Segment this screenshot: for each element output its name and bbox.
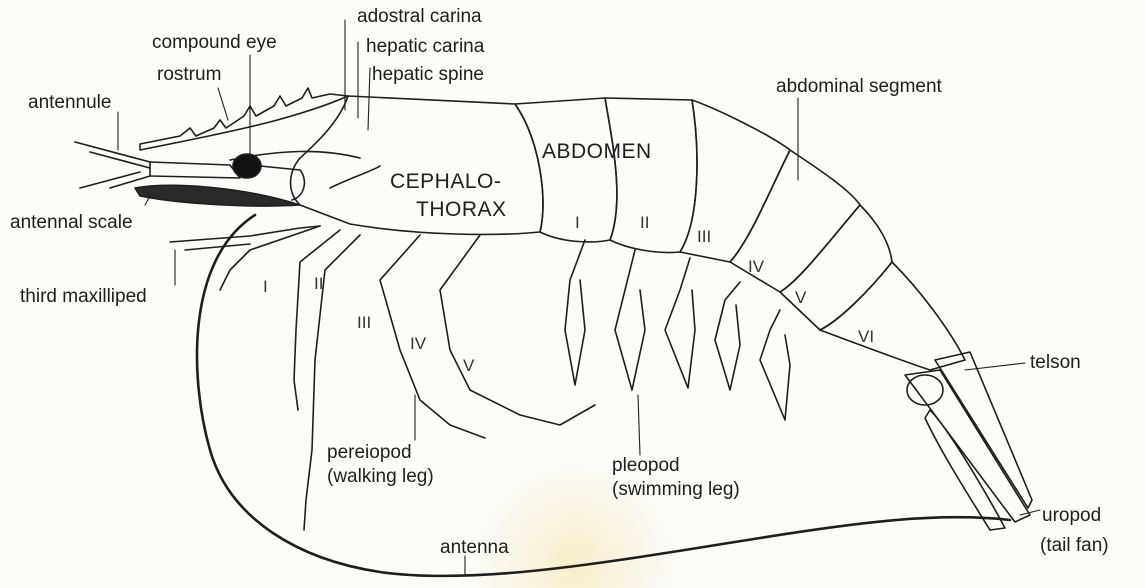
numeral-segment-3: III [697, 226, 711, 248]
pereiopod-4 [380, 235, 485, 438]
label-rostrum: rostrum [157, 64, 221, 86]
pleopod-3 [665, 258, 695, 388]
leader-lines [118, 20, 1040, 575]
pereiopod-5 [440, 235, 595, 425]
label-compound-eye: compound eye [152, 32, 277, 54]
third-maxilliped-limb [170, 226, 320, 250]
numeral-leg-5: V [463, 355, 474, 377]
numeral-segment-1: I [575, 212, 580, 234]
pleopod-4 [715, 282, 740, 390]
label-walking-leg: (walking leg) [327, 466, 434, 488]
antenna-whip [197, 215, 1010, 576]
label-hepatic-carina: hepatic carina [366, 36, 484, 58]
numeral-segment-2: II [640, 212, 649, 234]
label-tail-fan: (tail fan) [1040, 535, 1109, 557]
abdominal-segment-5 [780, 205, 892, 330]
label-pereiopod: pereiopod [327, 442, 412, 464]
label-antennule: antennule [28, 92, 111, 114]
label-thorax: THORAX [416, 199, 507, 221]
numeral-leg-2: II [314, 273, 323, 295]
label-third-maxilliped: third maxilliped [20, 286, 147, 308]
abdominal-segment-1 [515, 98, 617, 242]
numeral-segment-4: IV [748, 256, 764, 278]
label-cephalo: CEPHALO- [390, 171, 501, 193]
abdominal-segment-6 [820, 262, 965, 370]
label-telson: telson [1030, 352, 1081, 374]
hepatic-line [330, 166, 380, 188]
numeral-leg-4: IV [410, 333, 426, 355]
eye-stalk [260, 166, 304, 200]
numeral-leg-1: I [263, 276, 268, 298]
antennule-flagella [75, 142, 150, 188]
compound-eye-shape [233, 154, 261, 178]
abdominal-segment-2 [605, 98, 697, 253]
label-swimming-leg: (swimming leg) [612, 479, 740, 501]
label-pleopod: pleopod [612, 455, 680, 477]
numeral-segment-6: VI [858, 326, 874, 348]
label-abdominal-segment: abdominal segment [776, 76, 942, 98]
pereiopod-2 [294, 230, 340, 410]
label-antennal-scale: antennal scale [10, 212, 133, 234]
antennal-scale-blade [135, 185, 300, 206]
antennule-base [150, 162, 240, 178]
label-antenna: antenna [440, 537, 509, 559]
pleopod-1 [565, 240, 585, 385]
numeral-leg-3: III [357, 312, 371, 334]
label-hepatic-spine: hepatic spine [372, 64, 484, 86]
telson-shape [935, 352, 1032, 508]
label-abdomen: ABDOMEN [542, 141, 652, 163]
numeral-segment-5: V [795, 287, 806, 309]
label-uropod: uropod [1042, 505, 1101, 527]
label-adostral-carina: adostral carina [357, 6, 482, 28]
rostrum-outline [140, 88, 348, 150]
pleopod-2 [615, 250, 645, 390]
pleopod-5 [760, 310, 790, 420]
